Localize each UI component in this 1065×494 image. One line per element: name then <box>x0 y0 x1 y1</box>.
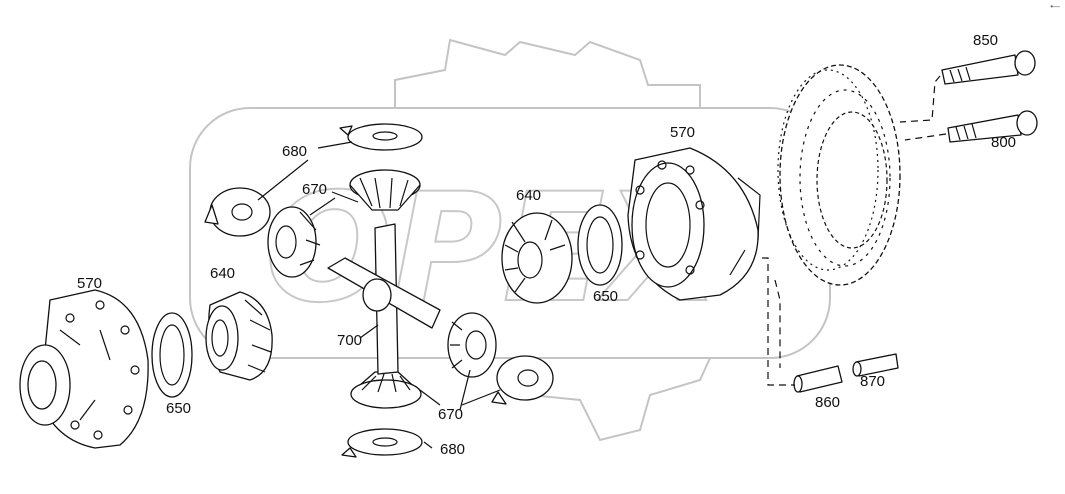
label-650-left: 650 <box>166 400 191 417</box>
bolt-800 <box>947 110 1038 143</box>
bolt-850 <box>941 50 1036 85</box>
label-870: 870 <box>860 373 885 390</box>
label-850: 850 <box>973 32 998 49</box>
pinion-gear-670-left <box>267 206 321 278</box>
thrust-washer-680-left <box>204 187 271 237</box>
pinion-gear-670-right <box>447 312 497 378</box>
leader-dashed-800 <box>904 133 947 141</box>
label-650-right: 650 <box>593 288 618 305</box>
label-680-bottom: 680 <box>440 441 465 458</box>
thrust-washer-680-bottom <box>341 428 423 458</box>
label-670-top: 670 <box>302 181 327 198</box>
thrust-washer-680-right <box>491 355 554 405</box>
watermark-gear-outline <box>394 38 701 108</box>
label-570-right: 570 <box>670 124 695 141</box>
ring-gear <box>777 64 901 286</box>
cross-spider-700 <box>327 223 441 375</box>
housing-570-right <box>627 147 761 301</box>
pin-870 <box>852 353 899 377</box>
label-670-bottom: 670 <box>438 406 463 423</box>
label-640-left: 640 <box>210 265 235 282</box>
pinion-gear-670-top <box>349 169 421 211</box>
label-700: 700 <box>337 332 362 349</box>
label-860: 860 <box>815 394 840 411</box>
side-gear-640-right <box>501 212 573 304</box>
leader-dashed-850 <box>899 75 941 123</box>
leader-lines <box>257 141 501 449</box>
side-gear-640-left <box>205 291 273 381</box>
pinion-gear-670-bottom <box>350 371 422 409</box>
housing-570-left <box>19 289 149 449</box>
label-680-left: 680 <box>282 143 307 160</box>
gasket-650-right <box>577 204 623 286</box>
pin-860 <box>793 365 843 393</box>
leader-dashed-pins-2 <box>774 279 781 368</box>
thrust-washer-680-top <box>339 123 423 151</box>
gasket-650-left <box>151 312 193 398</box>
corner-mark: •–– <box>1050 2 1060 11</box>
leader-dashed-pins <box>762 257 795 386</box>
label-570-left: 570 <box>77 275 102 292</box>
label-800: 800 <box>991 134 1016 151</box>
label-640-right: 640 <box>516 187 541 204</box>
